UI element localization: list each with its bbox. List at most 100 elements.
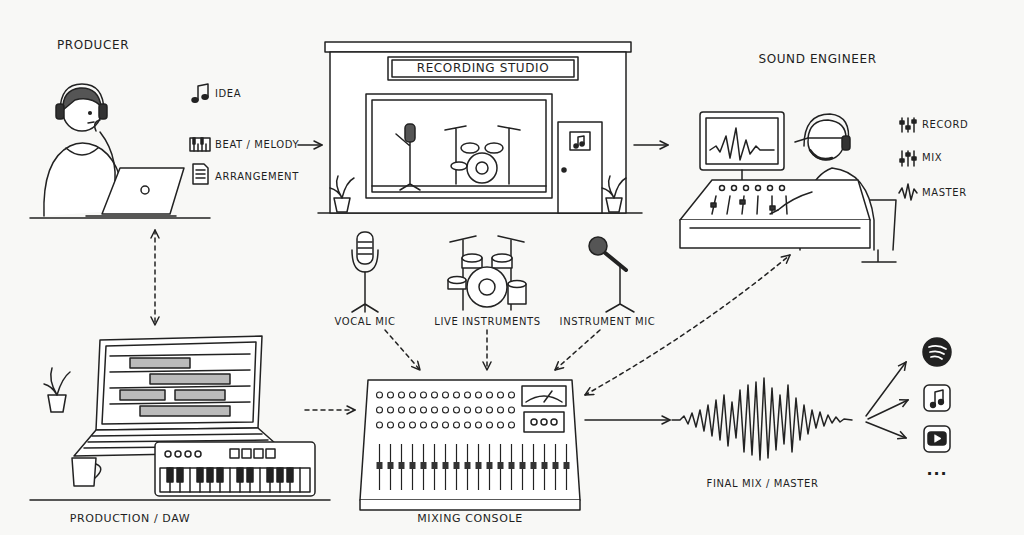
engineer-figure	[690, 227, 860, 229]
dashed-connector	[154, 230, 156, 325]
engineer-figure	[680, 112, 896, 262]
list-icons	[194, 144, 206, 151]
producer-figure	[99, 104, 107, 119]
engineer-figure	[740, 200, 745, 204]
mixing-console	[522, 386, 566, 406]
dashed-connector	[585, 255, 790, 395]
daw-setup	[30, 499, 330, 501]
dashed-connector	[385, 330, 420, 370]
vocal-mic	[358, 242, 372, 254]
daw-setup	[217, 468, 223, 482]
daw-setup	[277, 468, 283, 482]
waveform	[672, 378, 852, 460]
producer-figure	[56, 104, 64, 119]
engineer-figure	[680, 220, 870, 248]
output-node: FINAL MIX / MASTER	[670, 372, 855, 494]
distribution-arrows	[866, 422, 906, 438]
drum-kit	[450, 236, 524, 242]
daw-setup	[130, 358, 190, 368]
role-group: PRODUCERIDEABEAT / MELODYARRANGEMENT	[30, 30, 298, 230]
producer-figure	[89, 112, 92, 115]
flow-arrow	[585, 419, 670, 421]
daw-setup	[110, 354, 250, 404]
role-heading: PRODUCER	[48, 38, 138, 52]
producer-figure	[102, 168, 184, 214]
studio-building	[451, 162, 467, 170]
daw-setup	[197, 468, 203, 482]
instrument-mic	[589, 237, 607, 255]
node-label: FINAL MIX / MASTER	[680, 478, 845, 490]
sign-text: RECORDING STUDIO	[392, 61, 574, 75]
drum-kit	[448, 277, 466, 284]
daw-setup	[167, 468, 173, 482]
vocal-mic	[357, 232, 373, 264]
list-icons	[906, 153, 910, 156]
engineer-figure	[732, 186, 737, 191]
list-item: RECORD	[922, 119, 992, 131]
engineer-figure	[712, 196, 787, 214]
source-node: INSTRUMENT MIC	[555, 225, 660, 330]
daw-setup	[102, 342, 256, 424]
flow-arrow	[634, 144, 668, 146]
daw-setup	[175, 451, 181, 457]
daw-setup	[140, 406, 230, 416]
engineer-figure	[711, 203, 716, 207]
daw-setup	[287, 468, 293, 482]
daw-setup	[48, 395, 66, 412]
platform-icons	[923, 338, 951, 452]
engineer-figure	[680, 180, 870, 220]
studio-building	[330, 176, 354, 198]
engineer-figure	[770, 210, 778, 214]
studio-building	[392, 60, 574, 77]
distribution-arrows	[868, 400, 908, 419]
mixing-console	[360, 380, 580, 500]
node-label: LIVE INSTRUMENTS	[430, 316, 545, 328]
producer-figure	[88, 122, 94, 123]
list-icons	[912, 120, 916, 123]
engineer-figure	[710, 128, 774, 160]
engineer-figure	[744, 186, 749, 191]
daw-setup	[195, 451, 201, 457]
daw-setup	[150, 374, 230, 384]
list-icons	[900, 121, 904, 124]
studio-building	[578, 136, 584, 146]
daw-setup	[170, 468, 300, 492]
daw-setup	[155, 442, 315, 496]
mixing-console	[551, 419, 557, 425]
studio-building	[330, 52, 626, 213]
studio-building	[372, 185, 546, 187]
drum-kit	[462, 254, 482, 262]
list-icons	[193, 164, 208, 184]
daw-setup	[95, 464, 101, 478]
vocal-mic	[352, 232, 378, 312]
studio-building	[562, 168, 566, 172]
distribution-arrows	[866, 362, 906, 416]
drum-kit	[479, 279, 495, 295]
list-item: BEAT / MELODY	[215, 139, 295, 151]
producer-figure	[86, 215, 176, 217]
list-icons	[912, 157, 916, 160]
list-icons	[193, 138, 195, 144]
daw-setup	[177, 468, 183, 482]
flow-arrow	[298, 144, 322, 146]
list-item: MASTER	[922, 187, 992, 199]
studio-building	[485, 143, 503, 153]
daw-setup	[242, 449, 251, 458]
engineer-figure	[842, 136, 850, 150]
daw-setup	[237, 468, 243, 482]
daw-setup	[30, 336, 330, 500]
list-icons	[201, 138, 203, 144]
daw-setup	[165, 451, 171, 457]
drum-kit	[467, 267, 507, 307]
producer-figure	[66, 148, 98, 155]
producer-figure	[63, 88, 101, 110]
daw-setup	[72, 458, 96, 486]
source-node: LIVE INSTRUMENTS	[430, 225, 545, 330]
studio-building	[574, 144, 578, 148]
role-heading: SOUND ENGINEER	[755, 52, 880, 66]
studio-building	[405, 124, 415, 142]
list-icons	[198, 84, 208, 100]
list-icons	[196, 170, 205, 178]
